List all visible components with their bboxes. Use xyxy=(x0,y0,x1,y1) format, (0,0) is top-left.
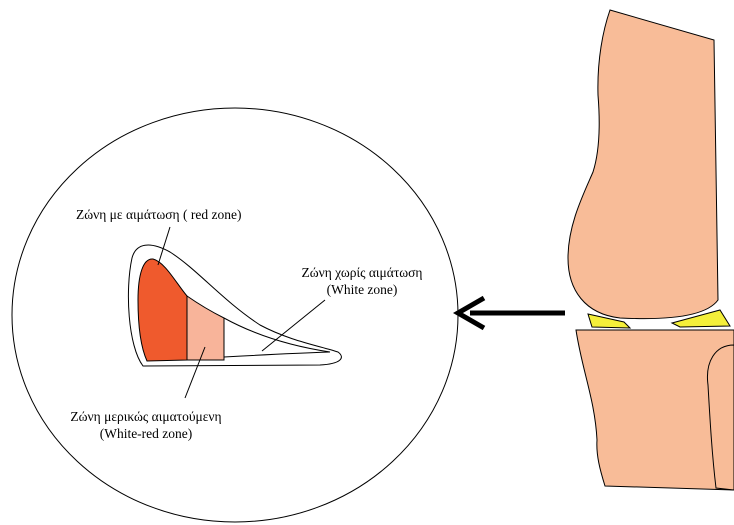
femur xyxy=(568,10,718,319)
label-white-red-zone-line2: (White-red zone) xyxy=(100,426,193,441)
label-white-zone-line2: (White zone) xyxy=(327,282,398,297)
label-white-zone-line1: Ζώνη χωρίς αιμάτωση xyxy=(301,265,422,280)
label-red-zone: Ζώνη με αιμάτωση ( red zone) xyxy=(76,207,241,222)
label-white-red-zone-line1: Ζώνη μερικώς αιματούμενη xyxy=(70,409,221,424)
